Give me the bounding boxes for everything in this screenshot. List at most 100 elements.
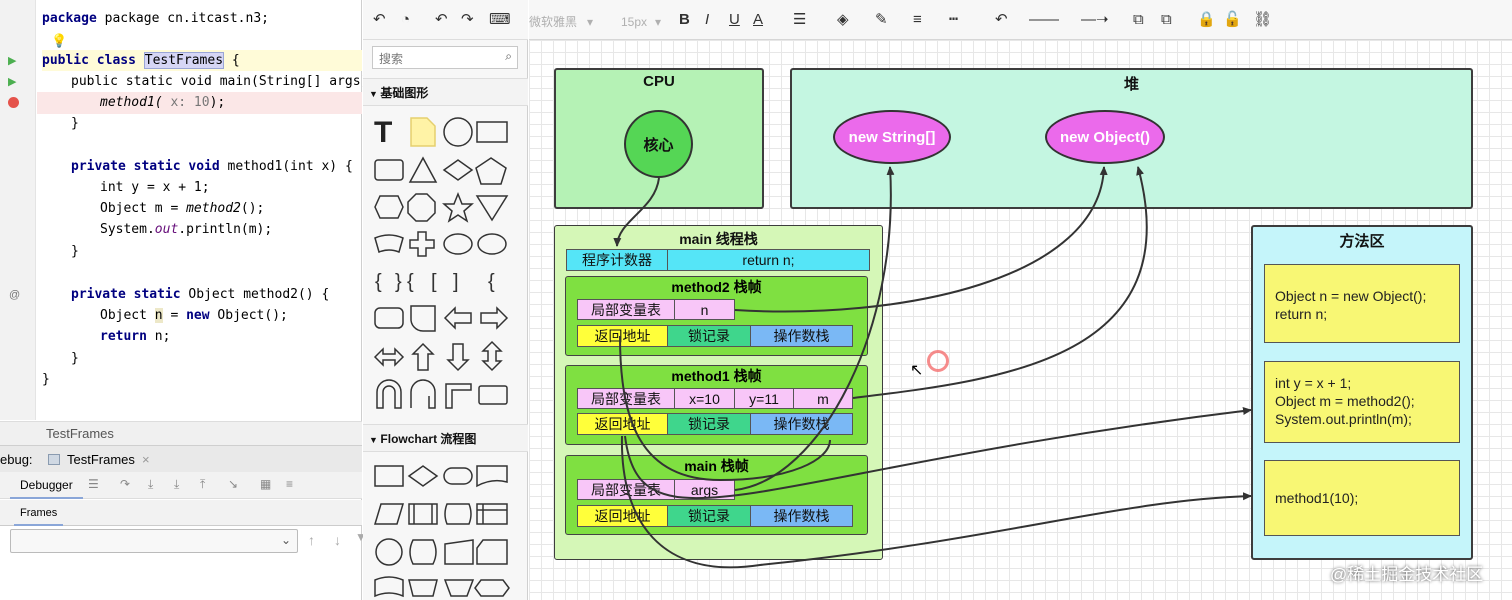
- code-line-close4[interactable]: }: [42, 372, 50, 387]
- line-start-icon[interactable]: ——: [1029, 11, 1059, 28]
- font-family-select[interactable]: 微软雅黑: [529, 15, 578, 29]
- heap-object-string-array[interactable]: new String[]: [833, 110, 951, 164]
- chevron-down-icon: ▾: [587, 15, 594, 29]
- code-line-object-m[interactable]: Object m = method2();: [100, 198, 264, 219]
- align-icon[interactable]: ☰: [793, 11, 807, 28]
- code-line-object-n[interactable]: Object n = new Object();: [100, 305, 288, 326]
- unlock-icon[interactable]: 🔓: [1223, 11, 1242, 28]
- force-step-into-icon[interactable]: ⤓: [174, 477, 180, 491]
- line-width-icon[interactable]: ≡: [913, 11, 922, 28]
- method1-var-x[interactable]: x=10: [674, 388, 735, 409]
- debugger-toolbar: Debugger ☰ ↷ ⤓ ⤓ ⤒ ↘ ▦ ≡: [0, 472, 362, 499]
- method1-lock-record[interactable]: 锁记录: [667, 413, 751, 435]
- evaluate-icon[interactable]: ▦: [260, 477, 272, 491]
- main-locals-label[interactable]: 局部变量表: [577, 479, 675, 500]
- svg-text:{: {: [407, 271, 414, 293]
- shape-search-input[interactable]: 搜索⌕: [372, 46, 518, 69]
- line-end-icon[interactable]: —➝: [1081, 11, 1109, 28]
- code-line-package[interactable]: package package cn.itcast.n3;: [42, 11, 269, 26]
- method-code-main[interactable]: method1(10);: [1264, 460, 1460, 536]
- heap-object-object[interactable]: new Object(): [1045, 110, 1165, 164]
- send-back-icon[interactable]: ⧉: [1161, 11, 1172, 28]
- ide-panel: ▶ ▶ @ package package cn.itcast.n3; 💡 pu…: [0, 0, 384, 600]
- code-line-class[interactable]: public class TestFrames {: [42, 50, 362, 71]
- editor-file-tab[interactable]: TestFrames: [46, 426, 114, 441]
- redo-icon[interactable]: ↷: [461, 11, 474, 28]
- run-main-icon[interactable]: ▶: [8, 76, 17, 88]
- main-return-address[interactable]: 返回地址: [577, 505, 668, 527]
- debugger-tab[interactable]: Debugger: [10, 472, 83, 499]
- shape-grid[interactable]: T { } { [ ] {: [363, 110, 528, 600]
- method2-locals-label[interactable]: 局部变量表: [577, 299, 675, 320]
- run-class-icon[interactable]: ▶: [8, 55, 17, 67]
- undo-arrow-icon[interactable]: ↶: [373, 11, 386, 28]
- class-brace: {: [224, 53, 240, 68]
- debug-session-tab[interactable]: TestFrames: [67, 452, 135, 467]
- underline-icon[interactable]: U: [729, 11, 740, 28]
- method-code-method2[interactable]: Object n = new Object(); return n;: [1264, 264, 1460, 343]
- main-operand-stack[interactable]: 操作数栈: [750, 505, 853, 527]
- section-flowchart-title: Flowchart 流程图: [380, 432, 477, 446]
- step-into-icon[interactable]: ⤓: [148, 477, 154, 491]
- thread-select[interactable]: ⌄: [10, 529, 298, 553]
- step-out-icon[interactable]: ⤒: [200, 477, 206, 491]
- breakpoint-icon[interactable]: [8, 97, 19, 108]
- cpu-core[interactable]: 核心: [624, 110, 693, 178]
- heap-title: 堆: [1123, 76, 1139, 93]
- main-var-args[interactable]: args: [674, 479, 735, 500]
- frame-down-icon[interactable]: ↓: [334, 532, 341, 548]
- line-style-icon[interactable]: ┅: [949, 11, 959, 28]
- method1-var-y[interactable]: y=11: [734, 388, 794, 409]
- code-line-method1[interactable]: private static void method1(int x) {: [71, 156, 353, 177]
- line-color-icon[interactable]: ✎: [875, 11, 888, 28]
- method1-operand-stack[interactable]: 操作数栈: [750, 413, 853, 435]
- code-line-close2[interactable]: }: [71, 244, 79, 259]
- italic-icon[interactable]: I: [705, 11, 710, 28]
- method2-var-n[interactable]: n: [674, 299, 735, 320]
- method2-lock-record[interactable]: 锁记录: [667, 325, 751, 347]
- code-line-int-y[interactable]: int y = x + 1;: [100, 180, 210, 195]
- return-keyword: return: [100, 329, 147, 344]
- method2-operand-stack[interactable]: 操作数栈: [750, 325, 853, 347]
- code-line-close3[interactable]: }: [71, 351, 79, 366]
- format-painter-icon[interactable]: ⌨: [489, 11, 511, 28]
- frames-tab[interactable]: Frames: [14, 500, 64, 526]
- filter-icon[interactable]: ▼: [355, 530, 367, 544]
- frame-up-icon[interactable]: ↑: [308, 532, 315, 548]
- method1-return-address[interactable]: 返回地址: [577, 413, 668, 435]
- code-line-println[interactable]: System.out.println(m);: [100, 219, 272, 240]
- undo-icon[interactable]: ↶: [435, 11, 448, 28]
- run-to-cursor-icon[interactable]: ↘: [228, 477, 239, 491]
- bring-front-icon[interactable]: ⧉: [1133, 11, 1144, 28]
- section-flowchart[interactable]: ▼ Flowchart 流程图: [363, 424, 528, 452]
- layout-icon[interactable]: ☰: [88, 477, 99, 491]
- frame-method1-title: method1 栈帧: [671, 368, 762, 384]
- code-line-close1[interactable]: }: [71, 116, 79, 131]
- method-code-method1[interactable]: int y = x + 1; Object m = method2(); Sys…: [1264, 361, 1460, 443]
- program-counter-label[interactable]: 程序计数器: [566, 249, 668, 271]
- main-lock-record[interactable]: 锁记录: [667, 505, 751, 527]
- method1-var-m[interactable]: m: [793, 388, 853, 409]
- trace-icon[interactable]: ≡: [286, 477, 294, 491]
- connector-type-icon[interactable]: ↶: [995, 11, 1008, 28]
- font-size-select[interactable]: 15px: [621, 15, 648, 29]
- fill-color-icon[interactable]: ◈: [837, 11, 849, 28]
- flowchart-shape-grid[interactable]: [363, 456, 528, 600]
- section-basic-shapes[interactable]: ▼ 基础图形: [363, 78, 528, 106]
- code-line-return[interactable]: return n;: [100, 326, 170, 347]
- close-tab-icon[interactable]: ×: [142, 452, 150, 467]
- font-color-icon[interactable]: A: [753, 11, 764, 28]
- lock-icon[interactable]: 🔒: [1197, 11, 1216, 28]
- bulb-icon[interactable]: 💡: [51, 33, 68, 48]
- bold-icon[interactable]: B: [679, 11, 690, 28]
- code-line-call-method1[interactable]: method1( x: 10);: [100, 92, 225, 113]
- method1-locals-label[interactable]: 局部变量表: [577, 388, 675, 409]
- code-line-main[interactable]: public static void main(String[] args) {: [71, 71, 384, 92]
- link-icon[interactable]: ⛓: [1253, 11, 1273, 28]
- step-over-icon[interactable]: ↷: [120, 477, 131, 491]
- program-counter-value[interactable]: return n;: [667, 249, 870, 271]
- method2-return-address[interactable]: 返回地址: [577, 325, 668, 347]
- code-line-method2[interactable]: private static Object method2() {: [71, 284, 329, 305]
- new-keyword: new: [186, 308, 210, 323]
- pointer-icon[interactable]: ◔: [401, 11, 411, 28]
